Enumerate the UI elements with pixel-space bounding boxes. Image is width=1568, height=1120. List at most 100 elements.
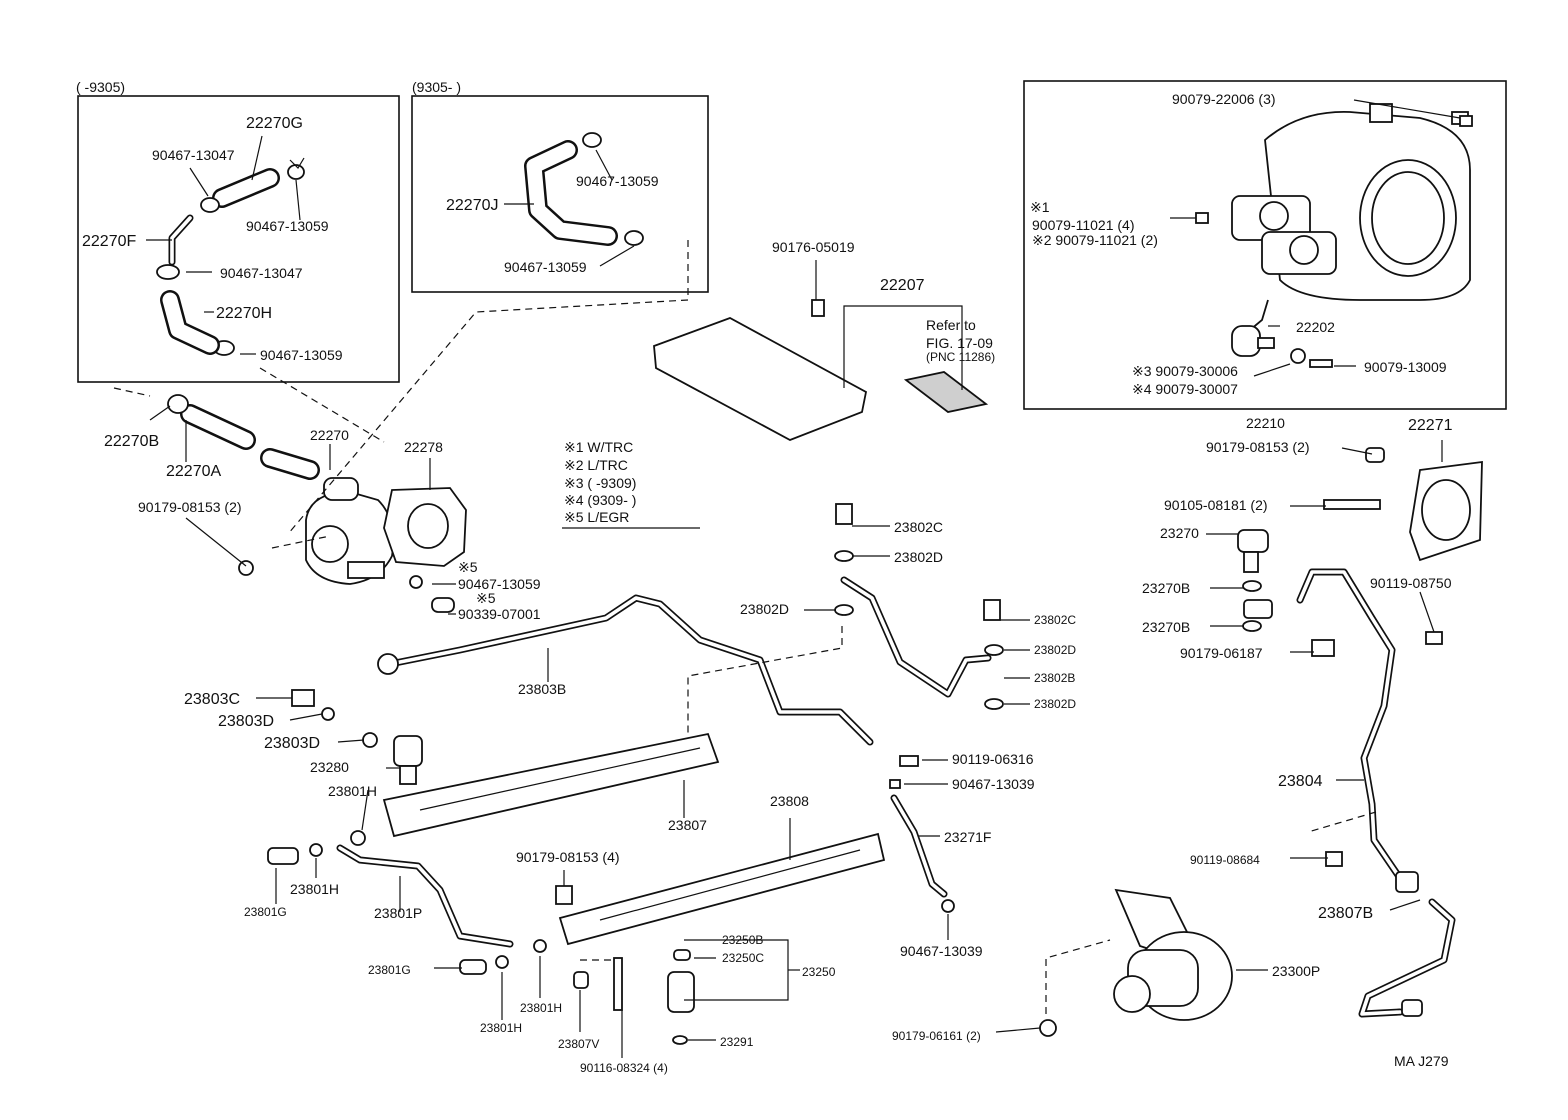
part-label-23802D: 23802D xyxy=(894,549,943,565)
misc-left-graphic xyxy=(238,560,455,613)
part-label-23803D: 23803D xyxy=(264,735,320,752)
part-label-23802B: 23802B xyxy=(1034,671,1075,685)
refer-to-label: Refer to xyxy=(926,317,976,333)
part-label-23801H: 23801H xyxy=(480,1021,522,1035)
fuel-pipe-23801P-graphic xyxy=(336,844,514,948)
part-label-23291: 23291 xyxy=(720,1035,754,1049)
fuel-pipe-23802B-graphic xyxy=(840,576,992,698)
part-label-22210: 22210 xyxy=(1246,415,1285,431)
part-label-90467-13059: 90467-13059 xyxy=(260,347,343,363)
part-label-23802C: 23802C xyxy=(1034,613,1076,627)
part-label-90079-13009: 90079-13009 xyxy=(1364,359,1447,375)
part-label-90467-13059: 90467-13059 xyxy=(504,259,587,275)
fuel-pipe-23803B-graphic xyxy=(377,594,874,746)
legend-line-2: ※2 L/TRC xyxy=(564,457,628,473)
part-label-90079-30006: ※3 90079-30006 xyxy=(1132,363,1238,379)
part-label-90467-13039: 90467-13039 xyxy=(952,776,1035,792)
hose-22270G-graphic xyxy=(212,168,280,208)
damper-23300P-graphic xyxy=(1039,888,1233,1037)
cover-22207-graphic xyxy=(653,299,989,441)
part-label-90079-22006: 90079-22006 (3) xyxy=(1172,91,1276,107)
pipe-22270F-graphic xyxy=(168,214,194,266)
part-label-22202: 22202 xyxy=(1296,319,1335,335)
part-label-22207: 22207 xyxy=(880,277,925,294)
hose-22270A-graphic xyxy=(167,394,256,450)
part-label-90179-06187: 90179-06187 xyxy=(1180,645,1263,661)
part-label-90467-13059: 90467-13059 xyxy=(246,218,329,234)
part-label-23250C: 23250C xyxy=(722,951,764,965)
part-label-90179-08153: 90179-08153 (2) xyxy=(1206,439,1310,455)
inset-range-label-left: ( -9305) xyxy=(76,79,125,95)
part-label-90079-11021: ※2 90079-11021 (2) xyxy=(1032,232,1158,248)
part-label-23802D: 23802D xyxy=(740,601,789,617)
part-label-23802D: 23802D xyxy=(1034,643,1076,657)
part-label-23801H: 23801H xyxy=(290,881,339,897)
hose-22270H-graphic xyxy=(160,290,220,355)
part-label-23270B: 23270B xyxy=(1142,580,1190,596)
assembly-lines xyxy=(113,240,1377,1014)
part-label-23803C: 23803C xyxy=(184,691,240,708)
inset-box-throttle-body xyxy=(1023,80,1507,410)
part-label-90079-30007: ※4 90079-30007 xyxy=(1132,381,1238,397)
legend-line-4: ※4 (9309- ) xyxy=(564,492,636,508)
part-label-90179-08153: 90179-08153 (2) xyxy=(138,499,242,515)
part-label-23803D: 23803D xyxy=(218,713,274,730)
part-label-90176-05019: 90176-05019 xyxy=(772,239,855,255)
leader-lines xyxy=(146,99,1461,1058)
part-label-23270: 23270 xyxy=(1160,525,1199,541)
part-label-22270B: 22270B xyxy=(104,433,159,450)
part-label-23250: 23250 xyxy=(802,965,836,979)
part-label-22278: 22278 xyxy=(404,439,443,455)
gasket-22278-graphic xyxy=(383,487,467,567)
air-valve-graphic xyxy=(305,477,395,585)
legend-line-5: ※5 L/EGR xyxy=(564,509,629,525)
part-label-23802D: 23802D xyxy=(1034,697,1076,711)
part-label-23280: 23280 xyxy=(310,759,349,775)
delivery-pipe-23808-graphic xyxy=(558,832,886,946)
part-label-23804: 23804 xyxy=(1278,773,1323,790)
part-label-23300P: 23300P xyxy=(1272,963,1320,979)
hose-23271F-graphic xyxy=(890,794,948,898)
part-label-90119-06316: 90119-06316 xyxy=(952,751,1034,767)
egr-mark-label: ※5 xyxy=(476,590,496,606)
inset-range-label-mid: (9305- ) xyxy=(412,79,461,95)
part-label-22270H: 22270H xyxy=(216,305,272,322)
part-label-23808: 23808 xyxy=(770,793,809,809)
part-label-22270G: 22270G xyxy=(246,115,303,132)
trc-mark-label: ※1 xyxy=(1030,199,1050,215)
legend-line-1: ※1 W/TRC xyxy=(564,439,633,455)
part-label-23270B: 23270B xyxy=(1142,619,1190,635)
egr-mark-label: ※5 xyxy=(458,559,478,575)
right-small-parts-graphic xyxy=(1237,447,1483,1017)
part-label-23801P: 23801P xyxy=(374,905,422,921)
part-label-23801H: 23801H xyxy=(520,1001,562,1015)
part-label-90116-08324: 90116-08324 (4) xyxy=(580,1061,668,1075)
fuel-pipe-23807B-graphic xyxy=(1358,898,1456,1018)
clamp-graphic-mid xyxy=(582,132,644,246)
part-label-90179-08153: 90179-08153 (4) xyxy=(516,849,620,865)
part-label-90339-07001: 90339-07001 xyxy=(458,606,541,622)
part-label-23250B: 23250B xyxy=(722,933,763,947)
part-label-90119-08750: 90119-08750 xyxy=(1370,575,1452,591)
part-label-90079-11021: 90079-11021 (4) xyxy=(1032,217,1134,233)
part-label-90119-08684: 90119-08684 xyxy=(1190,853,1260,867)
part-label-90467-13059: 90467-13059 xyxy=(576,173,659,189)
throttle-body-graphic xyxy=(1231,103,1471,301)
clamp-graphic xyxy=(156,157,305,356)
inset-box-late-hoses xyxy=(411,95,709,293)
part-label-90467-13039: 90467-13039 xyxy=(900,943,983,959)
part-label-22270A: 22270A xyxy=(166,463,221,480)
legend-line-3: ※3 ( -9309) xyxy=(564,475,636,491)
hose-22270J-graphic xyxy=(524,140,618,246)
drawing-code-label: MA J279 xyxy=(1394,1053,1449,1069)
part-label-23801H: 23801H xyxy=(328,783,377,799)
part-label-90467-13047: 90467-13047 xyxy=(152,147,235,163)
pnc-ref-label: (PNC 11286) xyxy=(926,350,995,364)
part-label-90179-06161: 90179-06161 (2) xyxy=(892,1029,981,1043)
part-label-22271: 22271 xyxy=(1408,417,1453,434)
bolt-graphic-tb xyxy=(1195,115,1473,368)
part-label-90467-13047: 90467-13047 xyxy=(220,265,303,281)
sensor-22202-graphic xyxy=(1231,299,1275,357)
small-parts-graphic xyxy=(267,503,1004,1045)
